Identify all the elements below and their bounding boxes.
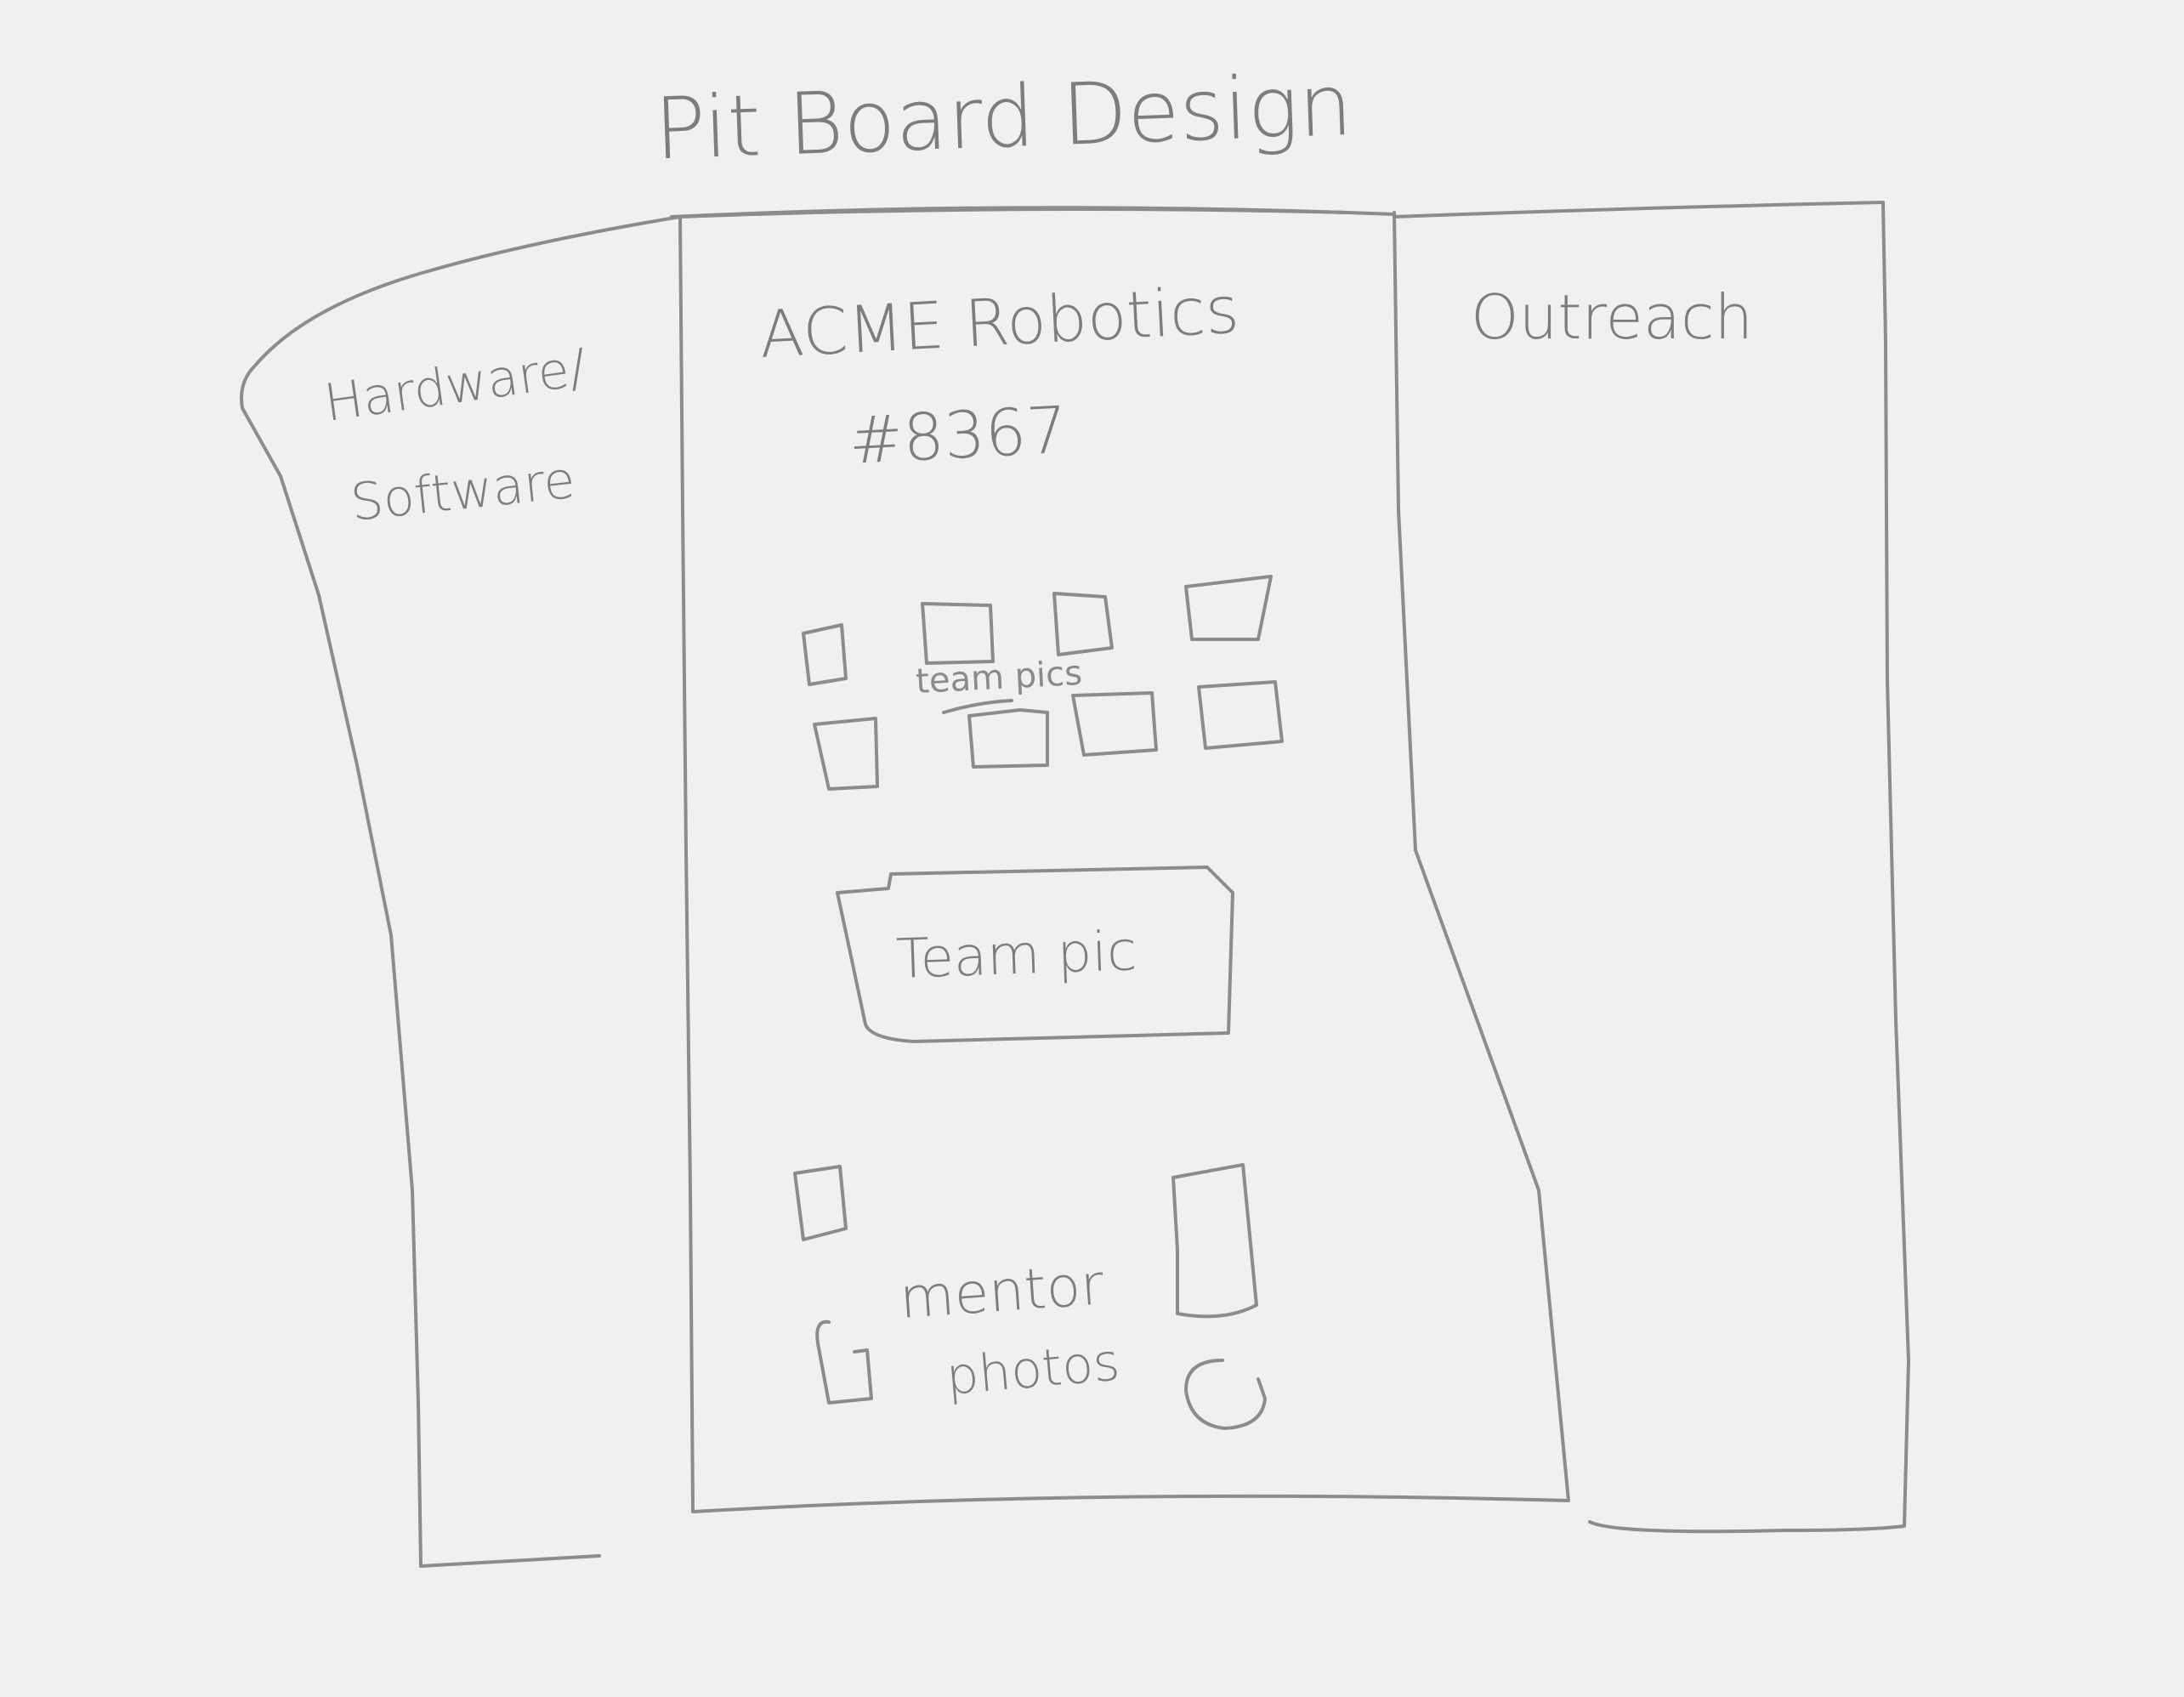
- left-panel-heading-line1: Hardware/: [321, 338, 590, 433]
- right-panel-outline: [1393, 201, 1910, 1534]
- team-photo-label: Team pic: [895, 920, 1138, 991]
- left-panel-heading-line2: Software: [348, 451, 577, 533]
- team-photo-thumb: [921, 602, 995, 665]
- team-photo-thumb: [1071, 691, 1158, 757]
- team-photo-thumb: [1197, 680, 1284, 750]
- center-panel-top-edge: [670, 206, 1396, 219]
- team-photo-thumb: [813, 717, 879, 791]
- photo-grid-label: team pics: [915, 654, 1083, 701]
- mentor-photo-frame: [1184, 1359, 1267, 1430]
- team-photo-thumb: [1052, 592, 1114, 656]
- team-name: ACME Robotics: [757, 272, 1240, 372]
- mentor-photo-frame: [1171, 1163, 1258, 1319]
- team-photo-thumb: [802, 623, 848, 686]
- right-panel-heading: Outreach: [1471, 281, 1753, 353]
- mentor-label-line2: photos: [944, 1332, 1122, 1407]
- mentor-photo-frame: [815, 1320, 873, 1405]
- left-panel-outline: [240, 215, 682, 1568]
- team-photo-thumb: [1184, 575, 1273, 641]
- center-panel-outline: [678, 207, 1570, 1513]
- mentor-photo-frame: [793, 1165, 848, 1241]
- photo-grid-label-underline: [942, 699, 1013, 714]
- team-number: #8367: [847, 392, 1069, 479]
- mentor-label-line1: mentor: [898, 1251, 1107, 1331]
- team-photo-thumb: [967, 708, 1049, 769]
- sketch-title: Pit Board Design: [653, 55, 1354, 179]
- team-photo-frame: [836, 866, 1234, 1043]
